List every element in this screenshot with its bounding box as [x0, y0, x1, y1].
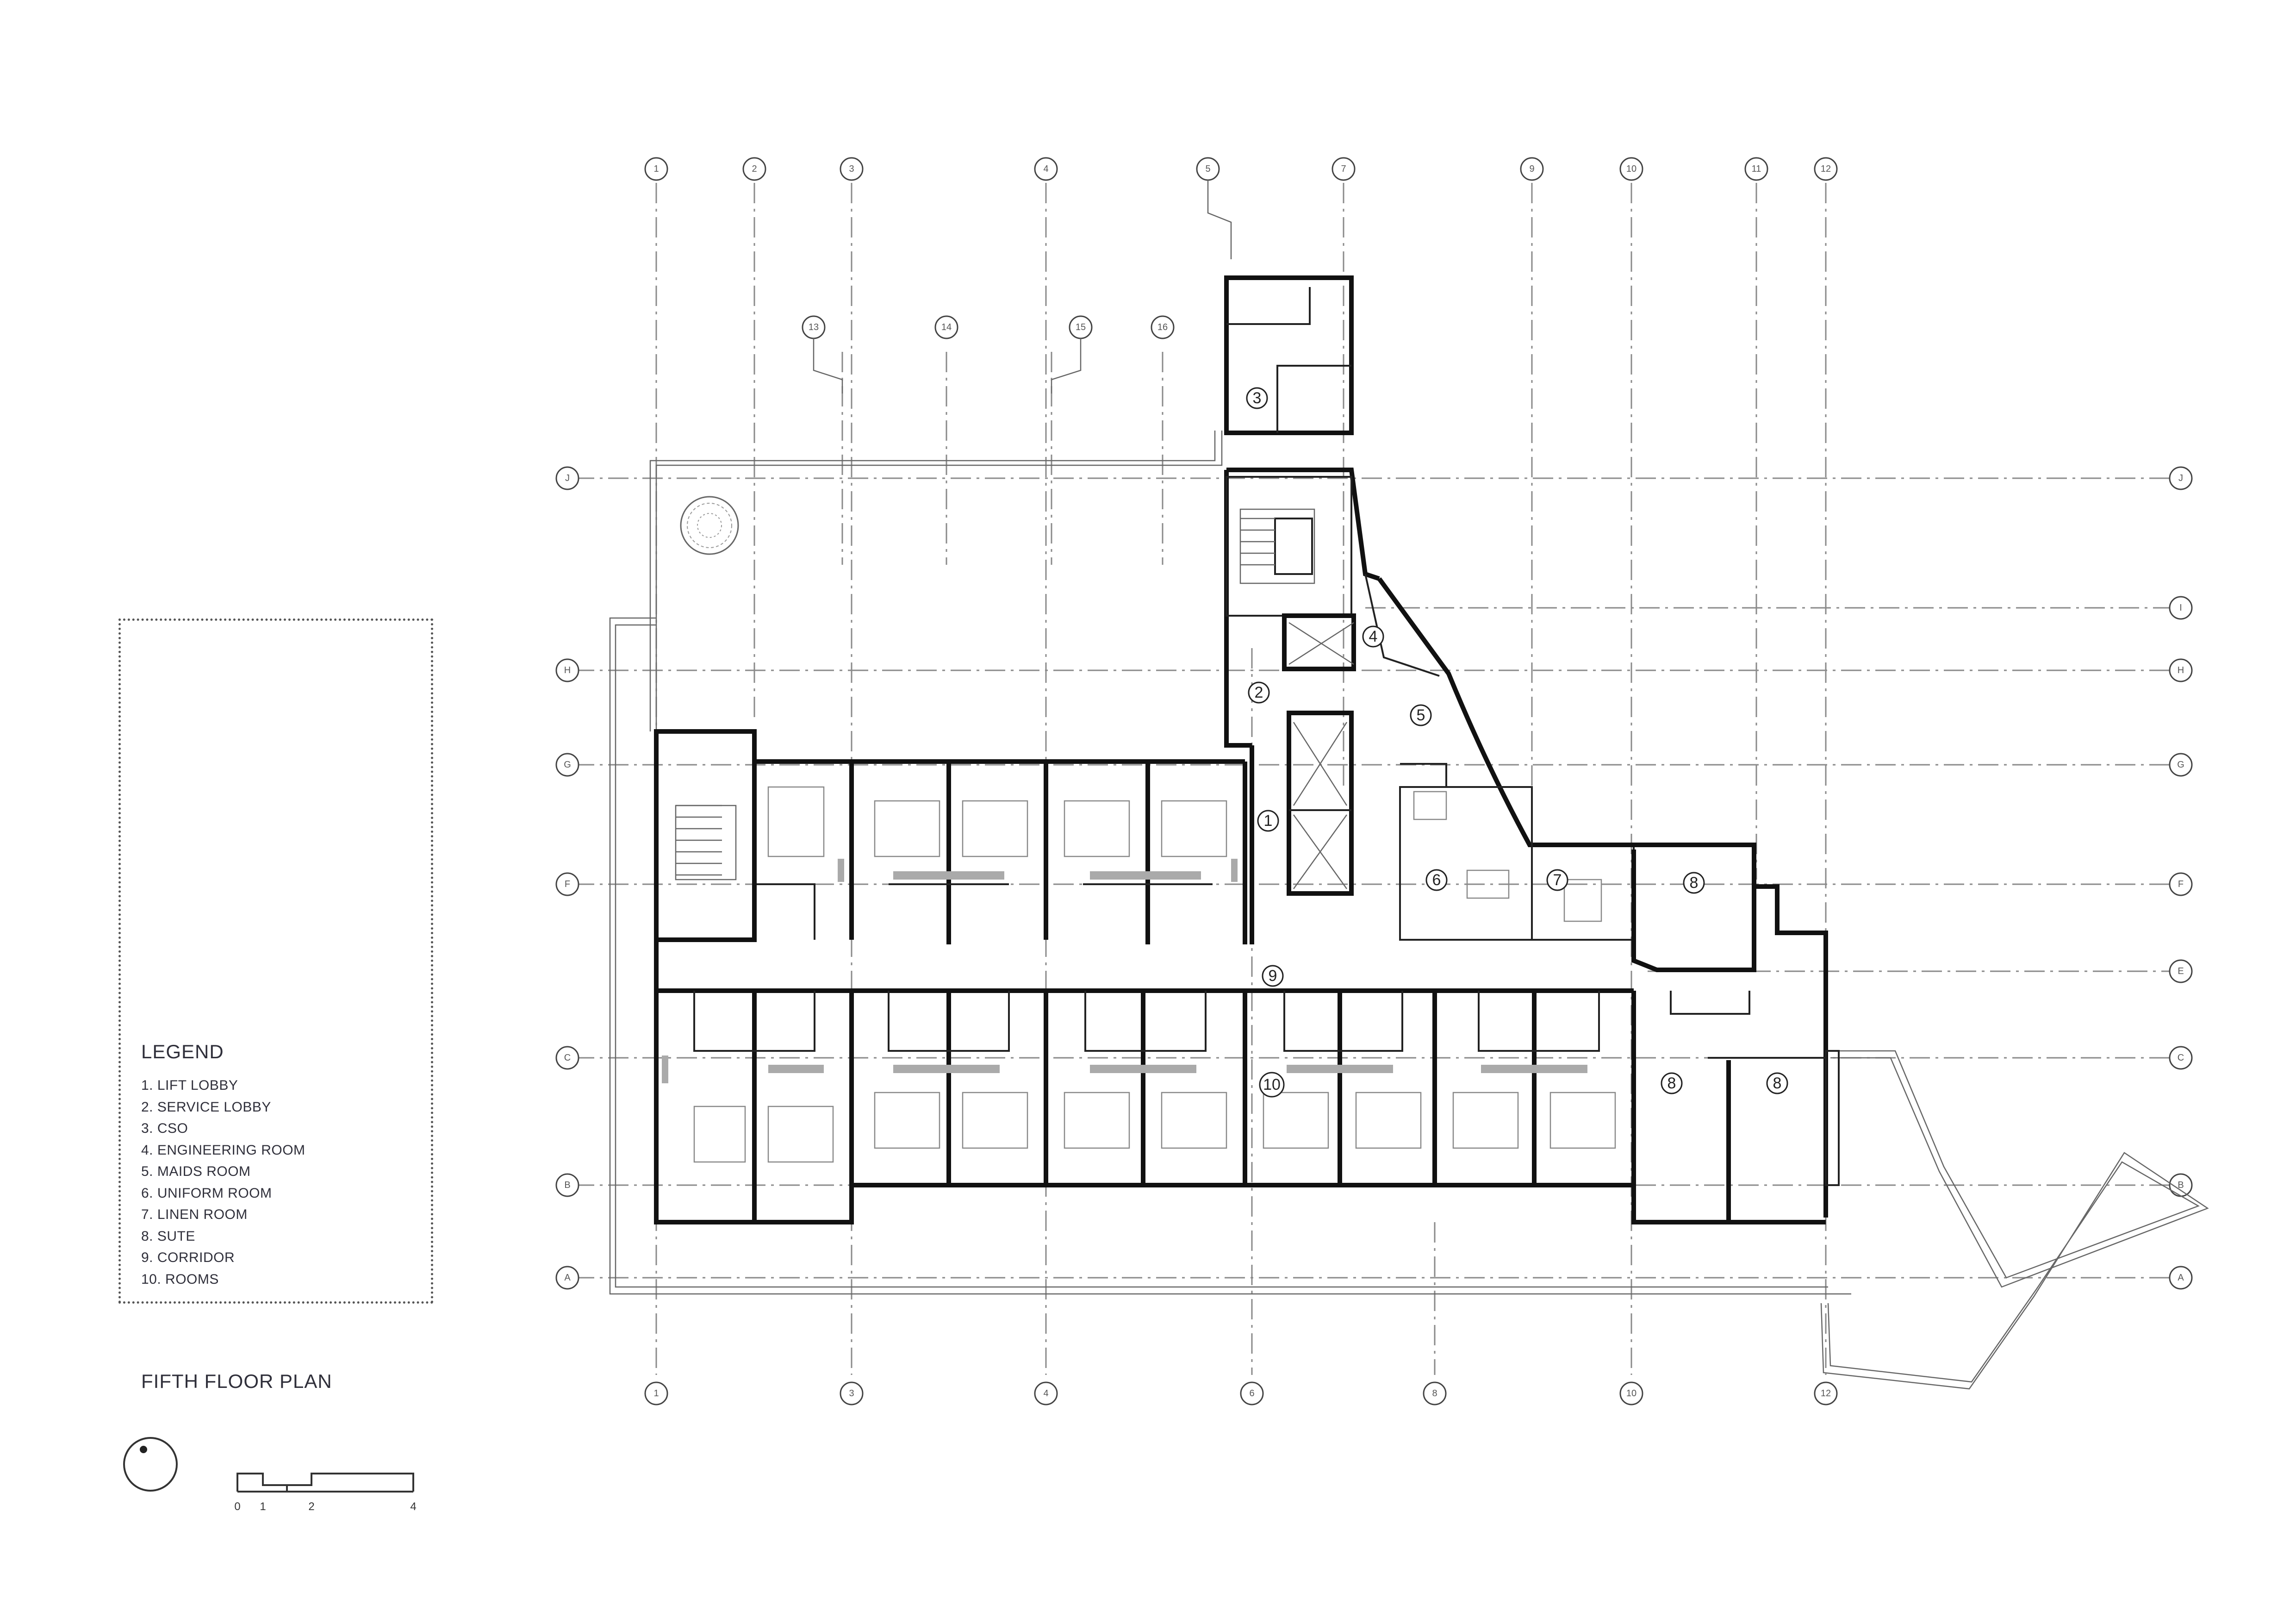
room-tag-2: [1248, 681, 1270, 704]
svg-text:H: H: [564, 665, 571, 675]
north-arrow-icon: [123, 1437, 178, 1492]
svg-text:3: 3: [849, 1388, 854, 1399]
planter-icon: [680, 496, 739, 555]
svg-text:4: 4: [1043, 1388, 1048, 1399]
legend-item: 8. SUTE: [141, 1228, 195, 1244]
room-tag-8a: [1683, 872, 1705, 894]
svg-text:2: 2: [1255, 684, 1263, 701]
legend-item: 10. ROOMS: [141, 1271, 219, 1287]
roof-terrace-outline: [609, 431, 2209, 1390]
legend-item: 7. LINEN ROOM: [141, 1207, 248, 1222]
svg-text:4: 4: [1043, 164, 1048, 174]
room-tag-4: [1362, 625, 1384, 648]
svg-text:C: C: [2178, 1053, 2184, 1063]
scale-tick-2: 2: [308, 1500, 314, 1513]
room-tag-9: [1262, 965, 1284, 987]
svg-text:F: F: [565, 879, 570, 889]
scale-tick-4: 4: [410, 1500, 416, 1513]
svg-text:8: 8: [1773, 1074, 1782, 1092]
svg-text:12: 12: [1821, 164, 1831, 174]
svg-text:9: 9: [1529, 164, 1534, 174]
svg-text:2: 2: [752, 164, 757, 174]
svg-text:G: G: [564, 760, 571, 770]
legend-item: 6. UNIFORM ROOM: [141, 1185, 272, 1201]
svg-text:1: 1: [1264, 812, 1273, 830]
svg-text:1: 1: [653, 164, 659, 174]
legend-item: 9. CORRIDOR: [141, 1250, 235, 1265]
room-tag-3: [1246, 387, 1268, 409]
svg-text:5: 5: [1417, 706, 1425, 724]
legend-title: LEGEND: [141, 1041, 224, 1062]
svg-text:10: 10: [1626, 164, 1636, 174]
building-walls: [654, 275, 1840, 1224]
svg-text:8: 8: [1668, 1074, 1676, 1092]
grid-bubbles-bottom: 1 3 4 6 8 10 12: [644, 1381, 1838, 1405]
plan-title: FIFTH FLOOR PLAN: [141, 1370, 332, 1392]
svg-text:12: 12: [1821, 1388, 1831, 1399]
legend-item: 1. LIFT LOBBY: [141, 1078, 238, 1093]
svg-text:4: 4: [1369, 628, 1378, 645]
svg-text:15: 15: [1076, 322, 1086, 332]
svg-text:6: 6: [1432, 871, 1441, 889]
grid-bubbles-sides: J H G F C B A J I H G F E C B A: [555, 466, 2193, 1290]
svg-text:E: E: [2178, 966, 2184, 976]
room-tag-8b: [1661, 1072, 1683, 1094]
svg-text:1: 1: [653, 1388, 659, 1399]
svg-text:A: A: [564, 1273, 571, 1283]
svg-text:G: G: [2177, 760, 2184, 770]
room-tag-1: [1257, 810, 1279, 832]
svg-text:16: 16: [1157, 322, 1168, 332]
legend-box: [118, 618, 433, 1304]
room-furniture: [662, 786, 1616, 1163]
svg-text:9: 9: [1269, 967, 1277, 985]
svg-text:J: J: [2178, 473, 2183, 483]
svg-text:13: 13: [809, 322, 819, 332]
room-tag-10: [1259, 1072, 1285, 1098]
grid-lines-vertical: [655, 183, 1827, 1375]
svg-text:3: 3: [1253, 389, 1262, 407]
svg-text:H: H: [2178, 665, 2184, 675]
grid-lines-horizontal: [574, 477, 2171, 1279]
svg-text:B: B: [564, 1180, 570, 1190]
legend-list: 1. LIFT LOBBY 2. SERVICE LOBBY 3. CSO 4.…: [141, 1075, 305, 1290]
svg-text:6: 6: [1249, 1388, 1254, 1399]
svg-text:11: 11: [1752, 164, 1761, 174]
room-tags: 1 2 3 4 5 6 7 8 8 8 9 10: [1246, 387, 1788, 1098]
svg-text:3: 3: [849, 164, 854, 174]
svg-text:A: A: [2178, 1273, 2184, 1283]
room-tag-8c: [1766, 1072, 1788, 1094]
scale-bar: 0 1 2 4: [234, 1473, 417, 1513]
svg-text:8: 8: [1690, 874, 1699, 892]
grid-bubbles-top: 1 2 3 4 5 7 9 10 11 12 13 14 15 16: [644, 157, 1838, 394]
legend-item: 4. ENGINEERING ROOM: [141, 1142, 305, 1158]
svg-text:C: C: [564, 1053, 571, 1063]
svg-text:5: 5: [1205, 164, 1210, 174]
svg-text:7: 7: [1553, 871, 1562, 889]
room-tag-6: [1425, 869, 1448, 891]
svg-text:I: I: [2179, 603, 2182, 613]
svg-text:10: 10: [1263, 1076, 1281, 1093]
room-tag-7: [1546, 869, 1568, 891]
legend-item: 3. CSO: [141, 1121, 188, 1136]
scale-tick-0: 0: [234, 1500, 240, 1513]
svg-text:7: 7: [1341, 164, 1346, 174]
svg-text:10: 10: [1626, 1388, 1636, 1399]
room-tag-5: [1410, 704, 1432, 726]
svg-text:F: F: [2178, 879, 2184, 889]
legend-item: 2. SERVICE LOBBY: [141, 1099, 271, 1115]
legend-item: 5. MAIDS ROOM: [141, 1164, 251, 1179]
scale-tick-1: 1: [260, 1500, 266, 1513]
svg-text:8: 8: [1432, 1388, 1437, 1399]
svg-text:J: J: [565, 473, 570, 483]
svg-text:B: B: [2178, 1180, 2184, 1190]
svg-text:14: 14: [941, 322, 952, 332]
